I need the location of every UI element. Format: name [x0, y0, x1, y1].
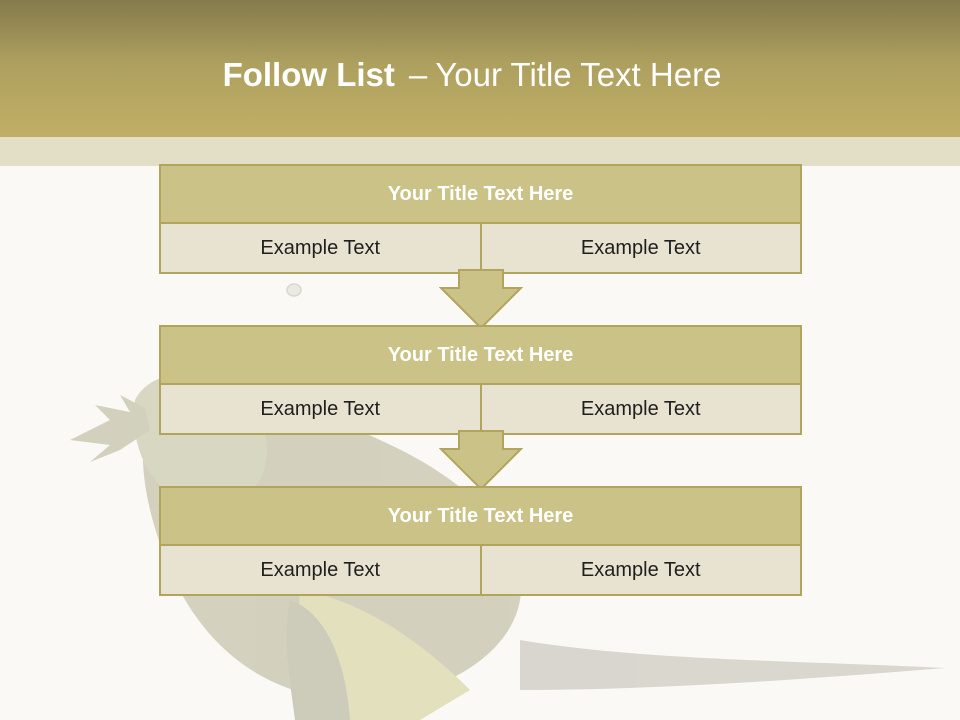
- header-strip: [0, 137, 960, 166]
- slide-title-separator: –: [408, 56, 428, 93]
- step-box-3: Your Title Text Here Example Text Exampl…: [159, 486, 802, 596]
- slide-title-bold: Follow List: [222, 56, 395, 93]
- step-title: Your Title Text Here: [161, 488, 800, 546]
- step-row: Example Text Example Text: [161, 546, 800, 594]
- step-title: Your Title Text Here: [161, 327, 800, 385]
- step-box-1: Your Title Text Here Example Text Exampl…: [159, 164, 802, 274]
- slide-title-rest: Your Title Text Here: [435, 56, 722, 93]
- step-row: Example Text Example Text: [161, 385, 800, 433]
- step-box-2: Your Title Text Here Example Text Exampl…: [159, 325, 802, 435]
- turtle-leg: [286, 600, 350, 720]
- step-title: Your Title Text Here: [161, 166, 800, 224]
- down-arrow-icon: [439, 430, 523, 491]
- step-cell-left: Example Text: [161, 546, 480, 594]
- step-cell-right: Example Text: [479, 546, 800, 594]
- step-cell-left: Example Text: [161, 224, 480, 272]
- down-arrow-icon: [439, 269, 523, 330]
- step-cell-right: Example Text: [479, 385, 800, 433]
- turtle-claw: [70, 395, 150, 462]
- step-row: Example Text Example Text: [161, 224, 800, 272]
- slide-title: Follow List–Your Title Text Here: [0, 52, 944, 98]
- step-cell-left: Example Text: [161, 385, 480, 433]
- bubble: [286, 283, 302, 297]
- turtle-plastron: [299, 590, 470, 720]
- turtle-tail: [520, 640, 945, 690]
- step-cell-right: Example Text: [479, 224, 800, 272]
- header-band: [0, 0, 960, 137]
